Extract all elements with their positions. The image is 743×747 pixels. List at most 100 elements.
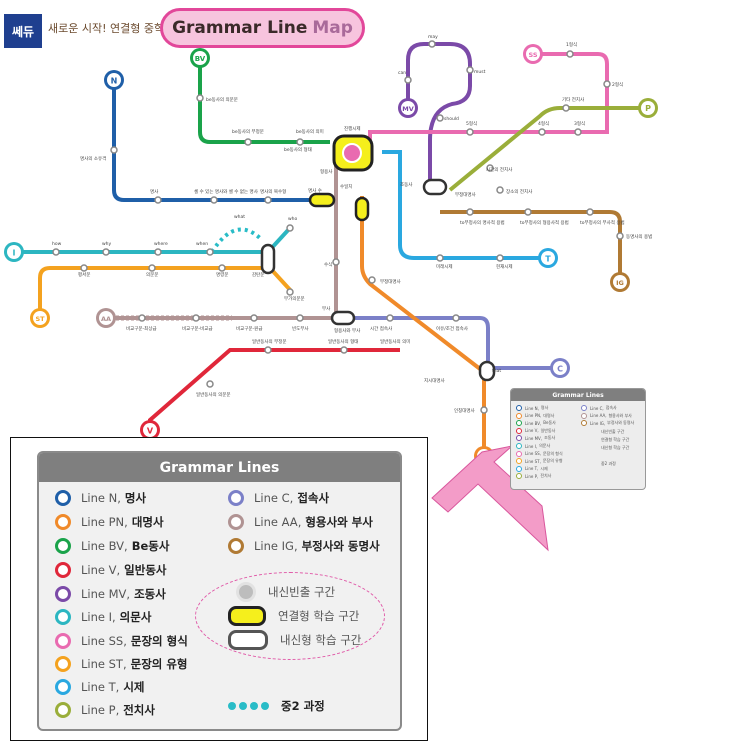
terminal-p-label: P [645, 104, 651, 113]
mini-line-icon [581, 412, 587, 419]
terminal-t-label: T [545, 255, 551, 264]
legend-item: Line BV,Be동사 [55, 538, 169, 554]
page-title-accent: Map [312, 18, 353, 38]
terminal-t: T [538, 248, 558, 268]
station-label: 명사 [150, 188, 159, 195]
mini-legend-key: 연결형 학습 구간 [601, 437, 630, 442]
terminal-c: C [550, 358, 570, 378]
mini-line-icon [516, 473, 522, 480]
station-label: 형용사 [320, 168, 333, 175]
mini-legend-item: Line ST,문장의 유형 [516, 458, 563, 465]
line-bv-icon [55, 538, 71, 554]
station-label: 일반동사의 의미 [380, 338, 410, 345]
terminal-bv: BV [190, 48, 210, 68]
mini-legend-key: 내신형 학습 구간 [601, 445, 630, 450]
line-pn-track [360, 196, 486, 456]
station-label: 부사 [322, 305, 331, 312]
station-label: to부정사의 부사적 용법 [580, 219, 625, 226]
terminal-ig-label: IG [616, 279, 624, 287]
station-label: should [444, 116, 459, 122]
mini-legend-item: Line MV,조동사 [516, 435, 555, 442]
legend-item: Line MV,조동사 [55, 586, 166, 602]
station-label: may [428, 35, 438, 40]
chain-stop-i [260, 243, 276, 275]
station-label: 5형식 [466, 120, 477, 127]
station-label: be동사의 형태 [284, 146, 312, 153]
station-label: 명사의 복수형 [260, 188, 286, 195]
terminal-st-label: ST [35, 315, 45, 323]
station-label: 동명사의 용법 [626, 233, 652, 240]
terminal-ss-label: SS [528, 51, 537, 59]
station-label: be동사의 의문문 [206, 96, 238, 103]
terminal-n: N [104, 70, 124, 90]
station-label: 미래시제 [436, 263, 453, 270]
mini-legend-item: Line BV,Be동사 [516, 420, 556, 427]
station-label: that [492, 368, 501, 374]
station-label: 시간의 전치사 [486, 166, 513, 173]
legend-item: Line C,접속사 [228, 490, 329, 506]
terminal-mv: MV [398, 98, 418, 118]
station-label: 명령문 [216, 271, 228, 278]
legend-item: Line P,전치사 [55, 702, 155, 718]
mini-legend-item: Line SS,문장의 형식 [516, 450, 563, 457]
line-aa-icon [228, 514, 244, 530]
line-mv-track [406, 42, 472, 180]
station-label: to부정사의 명사적 용법 [460, 219, 505, 226]
station-label: 진행시제 [344, 125, 361, 132]
chain-stop-aa [330, 310, 356, 326]
station-label: 의문문 [146, 271, 158, 278]
line-bv-track [198, 58, 330, 144]
terminal-i: I [4, 242, 24, 262]
station-label: 명사의 소유격 [80, 155, 106, 162]
station-label: 인칭대명사 [454, 407, 476, 414]
mini-legend-item: Line IG,부정사와 동명사 [581, 420, 634, 427]
line-ss-icon [55, 633, 71, 649]
station-label: 2형식 [612, 81, 623, 88]
legend-key-internal: 내신빈출 구간 [236, 582, 335, 602]
line-st-icon [55, 656, 71, 672]
mini-line-icon [516, 443, 522, 449]
mini-legend-item: Line PN,대명사 [516, 412, 554, 419]
line-ig-track [440, 210, 622, 282]
line-ig-icon [228, 538, 244, 554]
mini-legend-item: Line P,전치사 [516, 473, 551, 480]
line-c-icon [228, 490, 244, 506]
terminal-bv-label: BV [195, 55, 206, 63]
mini-line-icon [516, 465, 522, 472]
station-label: must [474, 69, 486, 75]
station-label: can [398, 71, 406, 76]
station-label: 빈도부사 [292, 325, 309, 332]
station-label: 평서문 [78, 271, 90, 278]
terminal-v-label: V [147, 427, 154, 436]
station-dots [52, 40, 624, 414]
legend-item: Line N,명사 [55, 490, 146, 506]
station-label: 조동사 [400, 181, 413, 188]
line-p-icon [55, 702, 71, 718]
legend-key-connected: 연결형 학습 구간 [228, 606, 359, 626]
mini-line-icon [516, 427, 522, 434]
station-label: who [288, 216, 298, 222]
gray-stop-icon [236, 582, 256, 602]
line-st-track [38, 266, 294, 318]
station-label: 명사 수 [308, 187, 322, 194]
mini-legend-item: Line C,접속사 [581, 405, 617, 411]
terminal-n-label: N [111, 77, 118, 86]
station-label: 3형식 [574, 120, 585, 127]
station-label: 지시대명사 [424, 377, 446, 384]
hub-interchange [332, 134, 374, 172]
station-label: 4형식 [538, 120, 549, 127]
station-label: 부정대명사 [380, 278, 402, 285]
station-label: 수식 [324, 261, 332, 268]
pointer-arrow [431, 445, 549, 552]
legend-item: Line PN,대명사 [55, 514, 164, 530]
terminal-c-label: C [557, 365, 563, 374]
mini-line-icon [516, 412, 522, 419]
chain-stop-c [478, 360, 496, 382]
station-label: 부정대명사 [455, 191, 477, 198]
mini-legend-key: 내신빈출 구간 [601, 429, 625, 434]
terminal-i-label: I [13, 249, 16, 258]
legend-title: Grammar Lines [39, 453, 400, 482]
station-label: 장소의 전치사 [506, 188, 533, 195]
line-c-track [350, 316, 560, 370]
